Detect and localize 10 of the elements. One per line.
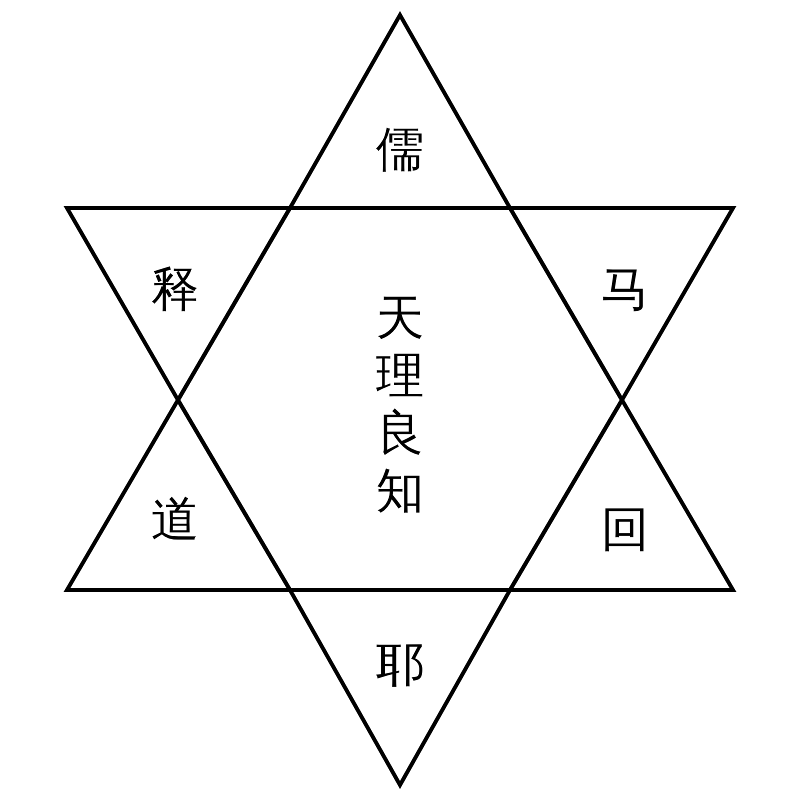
region-label: 马 <box>601 264 649 316</box>
region-label: 儒 <box>376 124 424 176</box>
region-label: 释 <box>151 264 199 316</box>
triangle-region <box>507 397 736 593</box>
region-label: 道 <box>151 494 199 546</box>
region-label: 回 <box>601 504 649 556</box>
region-label: 耶 <box>376 638 424 692</box>
triangle-region <box>507 205 736 403</box>
region-label: 天理良知 <box>376 290 424 520</box>
triangle-region <box>64 397 293 593</box>
